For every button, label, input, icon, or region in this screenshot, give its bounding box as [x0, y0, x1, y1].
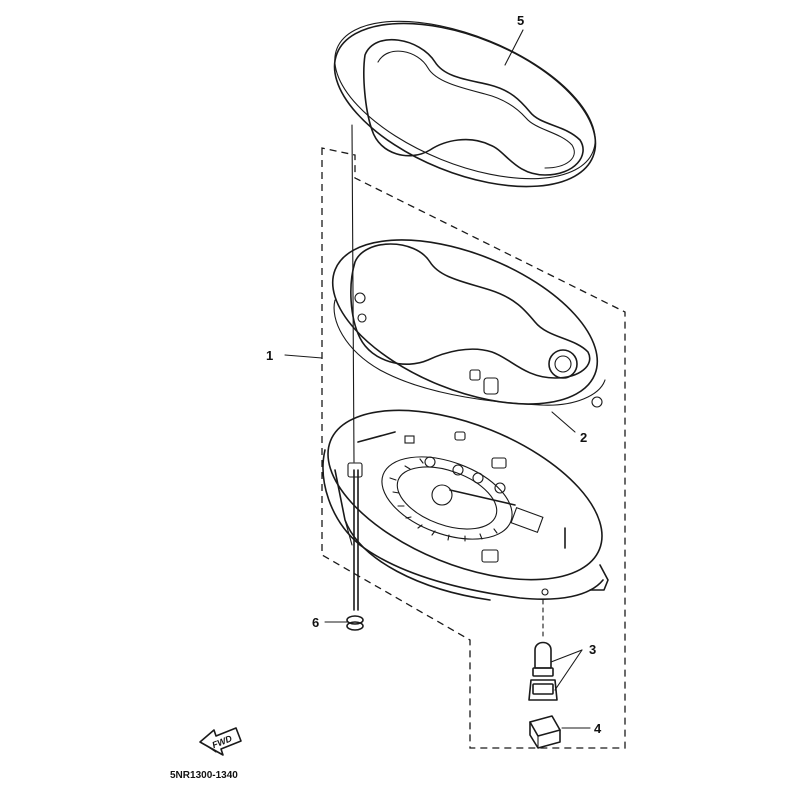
meter-cover: [331, 239, 606, 408]
callout-grommet: 4: [594, 721, 602, 736]
bezel-ring: [333, 20, 597, 188]
grommet: [529, 715, 561, 749]
callout-cover: 2: [580, 430, 587, 445]
forward-arrow-icon: [199, 727, 242, 756]
screw: [346, 124, 364, 631]
callout-assembly: 1: [266, 348, 273, 363]
bulb-and-socket: [528, 599, 558, 701]
assembly-boundary: [321, 147, 626, 749]
callout-bezel: 5: [517, 13, 524, 28]
leader-lines: [284, 29, 591, 729]
callout-screw: 6: [312, 615, 319, 630]
callout-bulb-socket: 3: [589, 642, 596, 657]
meter-assembly-base: [322, 409, 609, 601]
diagram-part-number: 5NR1300-1340: [170, 770, 238, 781]
